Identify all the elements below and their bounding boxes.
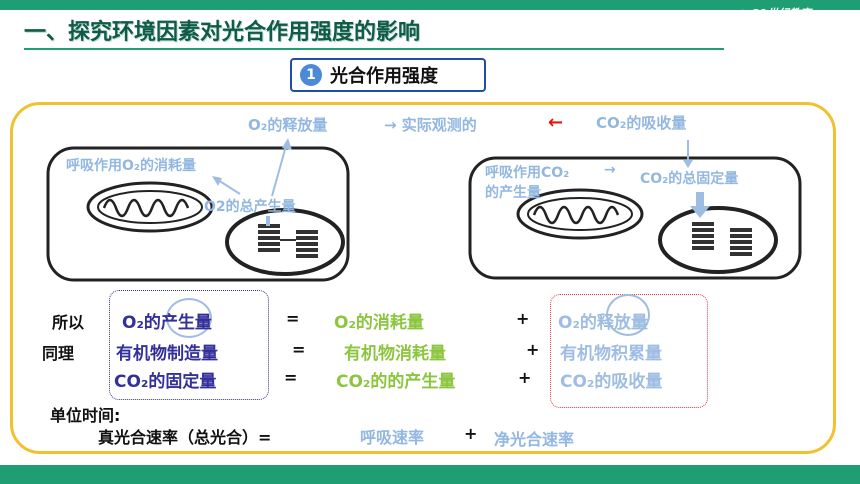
- co2-total-fix-label: CO₂的总固定量: [640, 171, 739, 187]
- row3-mid: CO₂的的产生量: [336, 372, 456, 392]
- row3-eq: =: [284, 368, 298, 387]
- highlight-circle-produce: [166, 298, 212, 338]
- right-chloroplast: [658, 206, 778, 274]
- arrow-to-release: [271, 145, 287, 197]
- observed-label: → 实际观测的: [384, 116, 477, 134]
- rate-plus: +: [464, 424, 478, 443]
- row1-left: O₂的产生量: [122, 313, 212, 333]
- section-title: 光合作用强度: [330, 66, 438, 87]
- red-arrow-icon: ←: [548, 112, 564, 133]
- total-rate-label: 真光合速率（总光合）=: [98, 428, 272, 447]
- section-title-box: 1 光合作用强度: [290, 58, 486, 92]
- o2-release-label: O₂的释放量: [248, 116, 328, 134]
- left-cell: [46, 146, 350, 282]
- net-rate-label: 净光合速率: [494, 430, 575, 449]
- row1-plus: +: [516, 309, 530, 328]
- row3-left: CO₂的固定量: [114, 372, 217, 392]
- arrow-to-resp: [217, 179, 241, 195]
- title-underline: [24, 48, 724, 50]
- co2-absorb-label: CO₂的吸收量: [596, 114, 687, 132]
- unit-time-label: 单位时间:: [50, 406, 121, 425]
- row3-right: CO₂的吸收量: [560, 372, 663, 392]
- row3-plus: +: [518, 368, 532, 387]
- resp-co2-produce-label-2: 的产生量: [485, 185, 541, 201]
- row1-eq: =: [286, 309, 300, 328]
- resp-rate-label: 呼吸速率: [360, 428, 425, 447]
- bottom-bar: [0, 465, 860, 484]
- runner-icon: ★: [738, 6, 748, 20]
- right-mitochondrion: [516, 188, 644, 240]
- row2-eq: =: [292, 340, 306, 359]
- highlight-circle-release: [606, 294, 650, 336]
- likewise-label: 同理: [42, 344, 75, 363]
- row1-right: O₂的释放量: [558, 313, 648, 333]
- row1-mid: O₂的消耗量: [334, 313, 424, 333]
- arrow-fix-down: [690, 206, 710, 218]
- content-frame: [10, 102, 836, 454]
- section-number: 1: [300, 64, 322, 86]
- arrow-right-icon: →: [604, 162, 616, 178]
- logo: ★ 21世纪教育: [738, 6, 812, 21]
- top-bar: [0, 0, 860, 10]
- row2-right: 有机物积累量: [560, 344, 662, 364]
- resp-co2-produce-label-1: 呼吸作用CO₂: [485, 165, 570, 181]
- right-cell: [468, 156, 802, 280]
- o2-total-produce-label: O2的总产生量: [204, 199, 296, 215]
- resp-o2-consume-label: 呼吸作用O₂的消耗量: [66, 158, 197, 174]
- left-chloroplast: [225, 208, 345, 276]
- left-mitochondrion: [86, 181, 214, 233]
- production-group-box: [109, 290, 269, 400]
- row2-left: 有机物制造量: [116, 344, 218, 364]
- page-title: 一、探究环境因素对光合作用强度的影响: [24, 20, 421, 45]
- so-label: 所以: [52, 313, 85, 332]
- row2-plus: +: [526, 340, 540, 359]
- row2-mid: 有机物消耗量: [344, 344, 446, 364]
